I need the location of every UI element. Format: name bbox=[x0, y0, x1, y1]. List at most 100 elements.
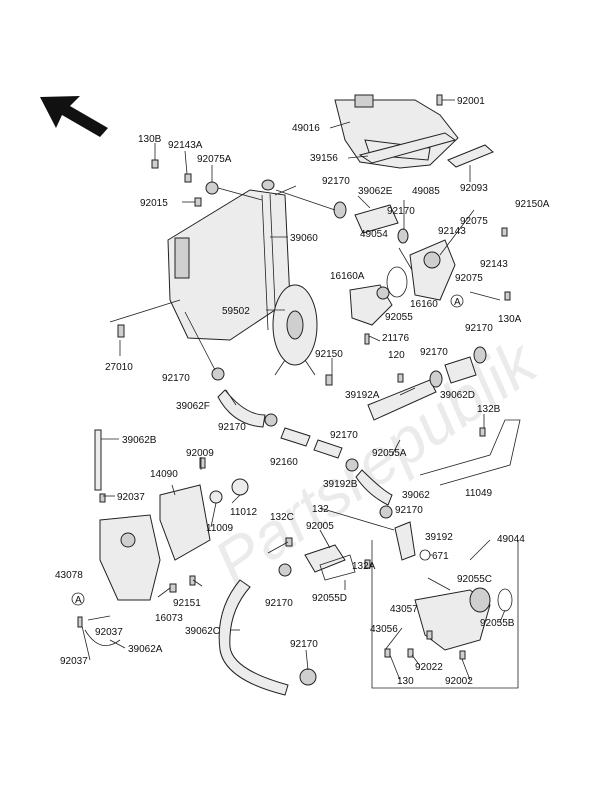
front-direction-arrow bbox=[40, 96, 108, 137]
label-132c: 132C bbox=[270, 512, 294, 523]
label-39062f: 39062F bbox=[176, 401, 210, 412]
label-92055d: 92055D bbox=[312, 593, 347, 604]
water-pipe-39192 bbox=[394, 521, 431, 561]
label-92160: 92160 bbox=[270, 457, 298, 468]
label-92055: 92055 bbox=[385, 312, 413, 323]
label-16160a: 16160A bbox=[330, 271, 365, 282]
hose-39062F bbox=[217, 389, 266, 428]
label-92170-c: 92170 bbox=[465, 323, 493, 334]
label-92055c: 92055C bbox=[457, 574, 492, 585]
callout-a-top: A bbox=[450, 294, 464, 308]
watermark-text: Partsrepublik bbox=[201, 324, 551, 599]
water-pipe-92160 bbox=[280, 427, 343, 459]
label-92075-b: 92075 bbox=[455, 273, 483, 284]
label-92170-a: 92170 bbox=[322, 176, 350, 187]
label-132b: 132B bbox=[477, 404, 501, 415]
hose-39062B bbox=[94, 429, 102, 491]
label-49016: 49016 bbox=[292, 123, 320, 134]
label-92075a: 92075A bbox=[197, 154, 232, 165]
label-39192: 39192 bbox=[425, 532, 453, 543]
label-671: 671 bbox=[432, 551, 449, 562]
label-92170-i: 92170 bbox=[265, 598, 293, 609]
label-39192b: 39192B bbox=[323, 479, 358, 490]
callout-a-bottom: A bbox=[71, 592, 85, 606]
part-labels: 92001 49016 39156 92093 130B 92143A 9207… bbox=[55, 96, 550, 687]
hose-39062D bbox=[444, 356, 477, 384]
label-92055a: 92055A bbox=[372, 448, 407, 459]
label-92001: 92001 bbox=[457, 96, 485, 107]
label-59502: 59502 bbox=[222, 306, 250, 317]
label-11012: 11012 bbox=[230, 507, 258, 518]
label-92005: 92005 bbox=[306, 521, 334, 532]
label-130a: 130A bbox=[498, 314, 522, 325]
label-92170-h: 92170 bbox=[395, 505, 423, 516]
reservoir-cover bbox=[159, 484, 211, 561]
hose-clamps bbox=[205, 181, 487, 686]
label-27010: 27010 bbox=[105, 362, 133, 373]
label-39062c: 39062C bbox=[185, 626, 220, 637]
hose-39062C bbox=[218, 579, 289, 696]
water-pump bbox=[414, 587, 513, 651]
label-11049: 11049 bbox=[465, 488, 493, 499]
label-39062d: 39062D bbox=[440, 390, 475, 401]
reservoir-tank bbox=[99, 514, 161, 601]
label-39062: 39062 bbox=[402, 490, 430, 501]
label-92093: 92093 bbox=[460, 183, 488, 194]
label-92037-a: 92037 bbox=[117, 492, 145, 503]
cooling-fan bbox=[272, 284, 318, 376]
label-16073: 16073 bbox=[155, 613, 183, 624]
label-11009: 11009 bbox=[206, 523, 234, 534]
label-92009: 92009 bbox=[186, 448, 214, 459]
thermostat-housing bbox=[386, 239, 456, 301]
water-pipe-39192A bbox=[367, 379, 437, 421]
label-130: 130 bbox=[397, 676, 414, 687]
inlet-fitting bbox=[304, 544, 356, 581]
label-39062e: 39062E bbox=[358, 186, 393, 197]
seal-strip bbox=[447, 144, 494, 168]
foam-strip bbox=[358, 132, 457, 164]
label-43057: 43057 bbox=[390, 604, 418, 615]
label-39192a: 39192A bbox=[345, 390, 380, 401]
label-92170-f: 92170 bbox=[218, 422, 246, 433]
label-132: 132 bbox=[312, 504, 329, 515]
reservoir-bracket bbox=[419, 419, 521, 486]
hose-39062E bbox=[354, 204, 399, 234]
label-92143-b: 92143 bbox=[480, 259, 508, 270]
thermostat-cover bbox=[349, 284, 393, 326]
label-21176: 21176 bbox=[382, 333, 410, 344]
label-92002: 92002 bbox=[445, 676, 473, 687]
label-49054: 49054 bbox=[360, 229, 388, 240]
label-39156: 39156 bbox=[310, 153, 338, 164]
label-92150a: 92150A bbox=[515, 199, 550, 210]
label-92170-d: 92170 bbox=[162, 373, 190, 384]
pump-group-frame bbox=[371, 540, 519, 689]
svg-text:A: A bbox=[454, 297, 461, 308]
label-39060: 39060 bbox=[290, 233, 318, 244]
label-92143a: 92143A bbox=[168, 140, 203, 151]
label-92022: 92022 bbox=[415, 662, 443, 673]
label-43078: 43078 bbox=[55, 570, 83, 581]
label-39062a: 39062A bbox=[128, 644, 163, 655]
label-39062b: 39062B bbox=[122, 435, 157, 446]
label-92151: 92151 bbox=[173, 598, 201, 609]
label-92170-e: 92170 bbox=[420, 347, 448, 358]
reservoir-cap bbox=[209, 478, 249, 504]
label-92150: 92150 bbox=[315, 349, 343, 360]
label-92015: 92015 bbox=[140, 198, 168, 209]
label-92075-a: 92075 bbox=[460, 216, 488, 227]
label-120: 120 bbox=[388, 350, 405, 361]
label-43056: 43056 bbox=[370, 624, 398, 635]
label-14090: 14090 bbox=[150, 469, 178, 480]
label-132a: 132A bbox=[352, 561, 376, 572]
label-92037-c: 92037 bbox=[60, 656, 88, 667]
label-92055b: 92055B bbox=[480, 618, 515, 629]
leader-lines bbox=[81, 99, 506, 681]
radiator-shroud-cover bbox=[334, 94, 459, 169]
label-130b: 130B bbox=[138, 134, 162, 145]
bolts bbox=[77, 94, 511, 660]
label-16160: 16160 bbox=[410, 299, 438, 310]
label-92143-a: 92143 bbox=[438, 226, 466, 237]
label-92170-b: 92170 bbox=[387, 206, 415, 217]
hose-39062 bbox=[355, 469, 393, 506]
